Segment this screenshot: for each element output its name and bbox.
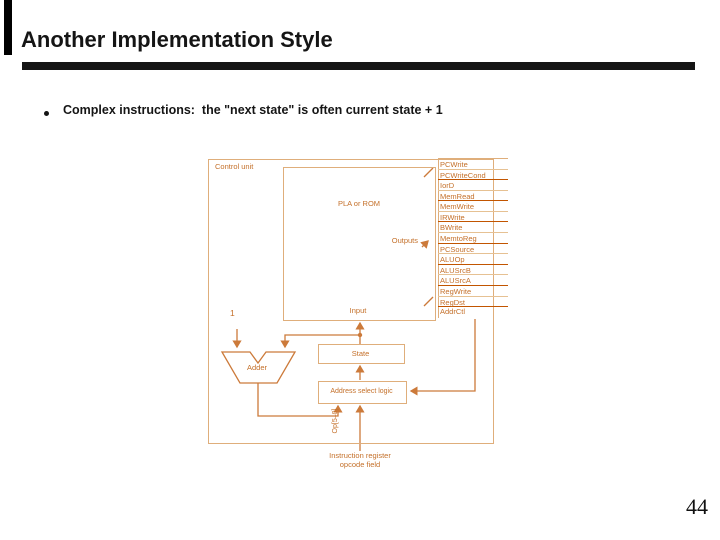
signal-row: RegDst (438, 297, 508, 308)
signal-label: ALUOp (440, 255, 465, 265)
state-label: State (351, 349, 370, 358)
address-select-logic-box (318, 381, 407, 404)
instruction-register-caption: Instruction register opcode field (300, 451, 420, 469)
caption-line2: opcode field (339, 460, 381, 469)
signal-row: IRWrite (438, 212, 508, 223)
signal-row: PCWrite (438, 159, 508, 170)
constant-one-label: 1 (230, 308, 235, 318)
signal-row: MemtoReg (438, 233, 508, 244)
signal-row: ALUOp (438, 254, 508, 265)
signal-label: IRWrite (440, 212, 465, 222)
bullet-icon (44, 111, 49, 116)
signal-row: PCWriteCond (438, 170, 508, 181)
signal-label: MemtoReg (440, 234, 477, 244)
adder-shape (220, 351, 297, 384)
bus-slash-top (423, 167, 434, 178)
wire-state-to-adder (280, 334, 360, 349)
title-underline-rule (22, 62, 695, 70)
outputs-label: Outputs (391, 236, 418, 245)
wire-addrctl-to-addrsel (409, 319, 476, 396)
signal-row: BWrite (438, 222, 508, 234)
addrctl-label: AddrCtl (440, 307, 466, 316)
signal-label: MemWrite (440, 202, 475, 212)
slide-title: Another Implementation Style (21, 27, 333, 52)
signal-label: IorD (440, 181, 455, 191)
signal-row: PCSource (438, 244, 508, 255)
control-unit-box (208, 159, 494, 444)
wire-junction-dot (357, 332, 363, 338)
bullet-text: Complex instructions: the "next state" i… (63, 103, 443, 117)
pla-rom-label: PLA or ROM (337, 199, 381, 208)
signal-row: RegWrite (438, 286, 508, 297)
signal-label: PCSource (440, 244, 475, 254)
state-register-box (318, 344, 405, 364)
outputs-leader-arrow (420, 240, 429, 249)
signal-label: PCWriteCond (440, 170, 486, 180)
page-number: 44 (686, 494, 708, 519)
pla-rom-box (283, 167, 436, 321)
signal-row: ALUSrcB (438, 265, 508, 276)
bus-slash-bottom (423, 296, 434, 307)
wire-adder-to-addrsel (257, 383, 343, 417)
signal-label: PCWrite (440, 160, 468, 169)
signal-label: RegDst (440, 297, 466, 307)
op-field-label: Op[5–0] (332, 408, 339, 434)
signal-label: ALUSrcB (440, 265, 471, 275)
left-edge-bar (4, 0, 12, 55)
signal-row: ALUSrcA (438, 275, 508, 286)
signal-label: ALUSrcA (440, 276, 471, 286)
signal-row: IorD (438, 180, 508, 191)
signal-label: MemRead (440, 191, 475, 201)
signal-column-left-border (438, 158, 439, 318)
signal-row: MemRead (438, 191, 508, 202)
control-unit-label: Control unit (215, 162, 254, 171)
input-label: Input (349, 306, 367, 315)
adder-label: Adder (246, 363, 267, 372)
caption-line1: Instruction register (329, 451, 391, 460)
signal-label: BWrite (440, 223, 463, 233)
signal-row: MemWrite (438, 201, 508, 212)
address-select-logic-label: Address select logic (330, 388, 393, 395)
signal-label: RegWrite (440, 286, 472, 296)
